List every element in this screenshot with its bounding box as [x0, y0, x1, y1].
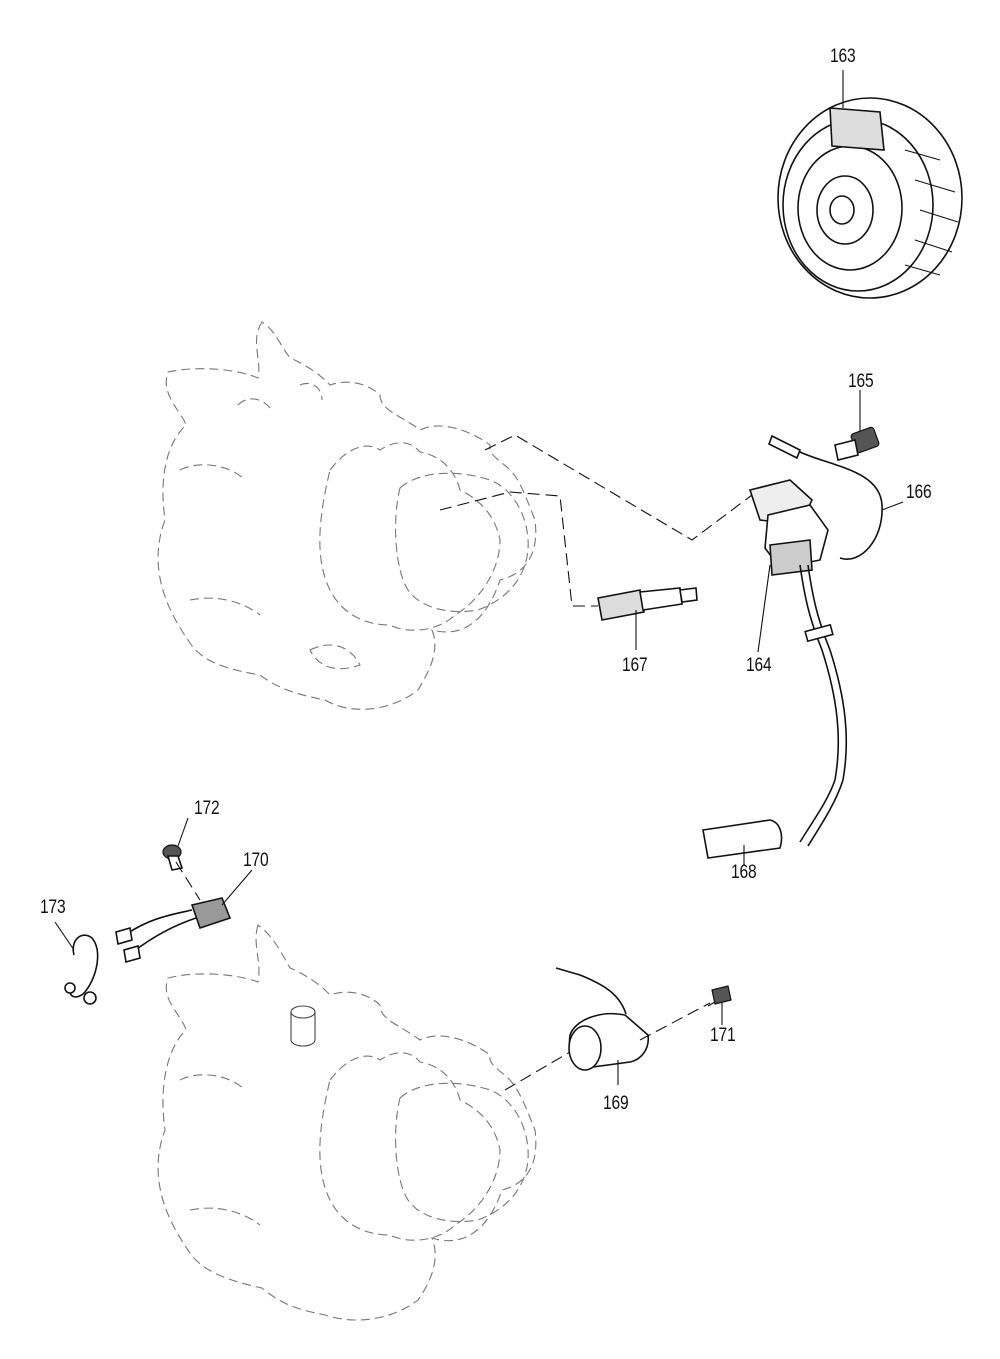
bolt-part-171	[707, 985, 732, 1007]
callout-172: 172	[194, 798, 220, 819]
callout-170: 170	[243, 850, 269, 871]
callout-163: 163	[830, 46, 856, 67]
leader-lines	[54, 70, 904, 1091]
oil-sensor-part-170	[115, 897, 232, 964]
wire-clip-part-173	[64, 934, 99, 1005]
screw-part-165	[834, 426, 880, 461]
wire-part-166	[767, 434, 883, 560]
callout-166: 166	[906, 482, 932, 503]
callout-164: 164	[746, 655, 772, 676]
callout-171: 171	[710, 1025, 736, 1046]
solenoid-part-169	[555, 967, 650, 1071]
engine-outline-lower	[157, 924, 537, 1321]
callout-173: 173	[40, 897, 66, 918]
plug-cap-part-168	[702, 819, 783, 859]
callout-168: 168	[731, 862, 757, 883]
callout-165: 165	[848, 371, 874, 392]
flywheel-part-163	[777, 97, 963, 299]
engine-outline-upper	[157, 321, 537, 710]
spark-plug-part-167	[597, 587, 698, 621]
ignition-coil-part-164	[748, 479, 848, 847]
callout-169: 169	[603, 1093, 629, 1114]
callout-167: 167	[622, 655, 648, 676]
